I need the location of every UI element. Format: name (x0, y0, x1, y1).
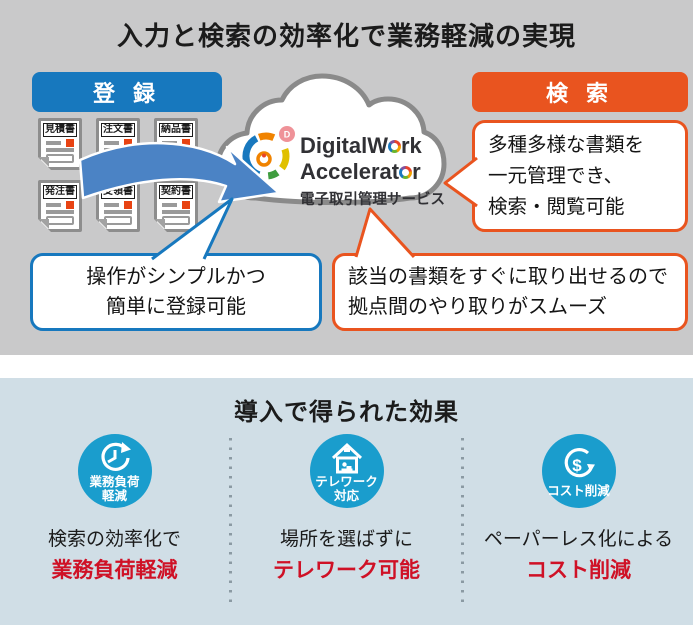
badge-line: 業務負荷 (89, 475, 140, 489)
effect-description: 検索の効率化で (47, 529, 181, 550)
bubble-line: 多種多様な書類を (488, 134, 645, 156)
doc-line (46, 203, 61, 207)
main-title: 入力と検索の効率化で業務軽減の実現 (116, 21, 576, 51)
bubble-line: 検索・閲覧可能 (488, 196, 625, 218)
effect-telework: テレワーク 対応 場所を選ばずに テレワーク可能 (232, 434, 461, 584)
brand-line-2: Accelerat r (300, 159, 450, 185)
register-header-label: 登 録 (92, 81, 162, 106)
effect-badge-circle: テレワーク 対応 (309, 434, 384, 508)
service-subtitle: 電子取引管理サービス (300, 192, 445, 208)
effect-cost: $ コスト削減 ペーパーレス化による コスト削減 (464, 434, 693, 584)
doc-red-stamp (124, 201, 132, 209)
badge-line: コスト削減 (547, 484, 610, 498)
dotted-divider (461, 438, 464, 606)
overview-panel: 入力と検索の効率化で業務軽減の実現 登 録 検 索 見積書 注文書 納品書 発注… (0, 0, 693, 355)
curved-arrow-icon (78, 141, 281, 204)
doc-line (104, 210, 132, 214)
document-label: 納品書 (159, 123, 193, 137)
badge-label: 業務負荷 軽減 (89, 475, 139, 503)
brand-line-1: DigitalW rk (300, 133, 450, 159)
register-header: 登 録 (32, 72, 222, 112)
doc-line (162, 210, 190, 214)
doc-line (104, 141, 119, 145)
retrieve-bubble-tail (354, 207, 416, 259)
effect-badge-circle: 業務負荷 軽減 (77, 434, 152, 508)
doc-table (46, 154, 74, 163)
cost-reduction-icon: $ (564, 448, 595, 478)
badge-line: テレワーク (315, 475, 378, 489)
workload-reduction-icon (100, 442, 131, 471)
effect-description: ペーパーレス化による (483, 529, 674, 550)
brand-o-ring-icon (388, 140, 401, 153)
brand-text: rk (401, 133, 422, 158)
document-label: 見積書 (43, 123, 77, 137)
brand-o-ring-icon (399, 166, 413, 179)
doc-line (46, 148, 74, 152)
bubble-line: 拠点間のやり取りがスムーズ (348, 296, 607, 318)
search-bubble-tail (443, 156, 478, 208)
bubble-line: 該当の書類をすぐに取り出せるので (348, 266, 668, 288)
effects-panel: 導入で得られた効果 業務負荷 軽減 検索の効率化で 業務負荷軽減 (0, 378, 693, 625)
effects-title: 導入で得られた効果 (234, 399, 459, 426)
effect-highlight: コスト削減 (526, 559, 631, 582)
effect-highlight: 業務負荷軽減 (51, 559, 178, 582)
bubble-line: 操作がシンプルかつ (86, 266, 266, 288)
document-label: 注文書 (101, 123, 135, 137)
dollar-symbol: $ (572, 456, 582, 475)
doc-red-stamp (182, 201, 190, 209)
effects-row: 業務負荷 軽減 検索の効率化で 業務負荷軽減 (0, 434, 693, 606)
document-icon-purchase: 発注書 (38, 180, 82, 232)
brand-text: Accelerat (300, 159, 400, 184)
effect-highlight: テレワーク可能 (273, 559, 420, 582)
badge-line: 軽減 (101, 489, 127, 503)
badge-label: テレワーク 対応 (315, 475, 378, 503)
doc-line (162, 203, 177, 207)
effect-badge-circle: $ コスト削減 (541, 434, 616, 508)
badge-label: コスト削減 (547, 484, 610, 498)
doc-line (46, 141, 61, 145)
retrieve-benefit-bubble: 該当の書類をすぐに取り出せるので 拠点間のやり取りがスムーズ (332, 253, 688, 331)
logo-d-mark: D (284, 130, 291, 140)
doc-line (104, 203, 119, 207)
effect-description: 場所を選ばずに (279, 529, 413, 550)
bubble-line: 一元管理でき、 (488, 165, 624, 187)
register-benefit-bubble: 操作がシンプルかつ 簡単に登録可能 (30, 253, 322, 331)
search-header-label: 検 索 (545, 81, 615, 106)
doc-red-stamp (182, 139, 190, 147)
upload-arrow-icon (78, 134, 283, 206)
doc-line (46, 210, 74, 214)
bubble-line: 簡単に登録可能 (106, 296, 246, 318)
document-icon-estimate: 見積書 (38, 118, 82, 170)
register-bubble-tail (151, 197, 234, 261)
brand-text: DigitalW (300, 133, 388, 158)
document-icon-contract: 契約書 (154, 180, 198, 232)
badge-line: 対応 (333, 489, 359, 503)
doc-table (104, 216, 132, 225)
doc-red-stamp (66, 139, 74, 147)
search-benefit-bubble: 多種多様な書類を 一元管理でき、 検索・閲覧可能 (472, 120, 688, 232)
doc-table (46, 216, 74, 225)
document-label: 発注書 (43, 185, 77, 199)
doc-red-stamp (124, 139, 132, 147)
brand-text: r (412, 159, 421, 184)
dotted-divider (229, 438, 232, 606)
document-label: 契約書 (159, 185, 193, 199)
search-header: 検 索 (472, 72, 688, 112)
doc-red-stamp (66, 201, 74, 209)
telework-home-icon (331, 442, 362, 474)
digitalwork-wordmark: DigitalW rk Accelerat r 電子取引管理サービス (300, 133, 450, 209)
effect-workload: 業務負荷 軽減 検索の効率化で 業務負荷軽減 (0, 434, 229, 584)
